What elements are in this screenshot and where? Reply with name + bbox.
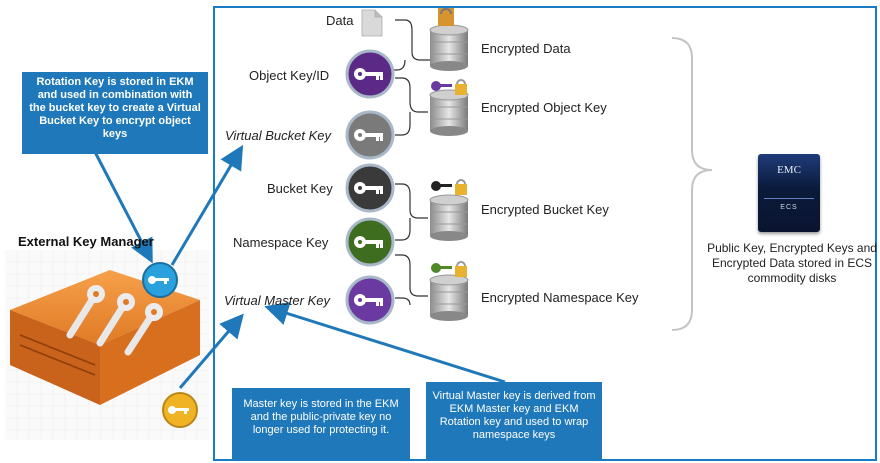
master-key-icon [162, 392, 198, 428]
document-icon [361, 9, 383, 37]
encrypted-data-label: Encrypted Data [481, 41, 571, 56]
encrypted-namespace-key-database-icon [429, 261, 469, 321]
encrypted-object-key-label: Encrypted Object Key [481, 100, 607, 115]
namespace-key-label: Namespace Key [233, 235, 329, 250]
ekm-title: External Key Manager [18, 234, 154, 249]
virtual-master-key-icon [345, 275, 395, 325]
bucket-key-icon [345, 163, 395, 213]
grouping-brace [671, 37, 713, 331]
appliance-band [764, 198, 814, 199]
ecs-frame [213, 6, 877, 461]
callout-arrows [93, 144, 506, 389]
master-key-callout: Master key is stored in the EKM and the … [232, 388, 410, 460]
virtual-bucket-key-icon [345, 110, 395, 160]
namespace-key-icon [345, 217, 395, 267]
object-key-label: Object Key/ID [249, 68, 330, 83]
encrypted-bucket-key-label: Encrypted Bucket Key [481, 202, 609, 217]
ecs-caption: Public Key, Encrypted Keys and Encrypted… [707, 241, 877, 285]
encrypted-object-key-database-icon [429, 79, 469, 136]
emc-ecs-appliance-icon: EMC ECS [758, 154, 820, 232]
bucket-key-label: Bucket Key [267, 181, 333, 196]
connector-lines [385, 19, 430, 306]
rotation-key-callout: Rotation Key is stored in EKM and used i… [22, 72, 208, 154]
data-label: Data [326, 13, 354, 28]
encrypted-namespace-key-label: Encrypted Namespace Key [481, 290, 639, 305]
rotation-key-icon [142, 262, 178, 298]
ecs-logo-text: ECS [780, 204, 798, 211]
encrypted-data-database-icon [429, 8, 469, 71]
emc-logo-text: EMC [777, 164, 801, 176]
virtual-bucket-key-label: Virtual Bucket Key [225, 128, 331, 143]
virtual-master-key-callout: Virtual Master key is derived from EKM M… [426, 382, 602, 460]
virtual-master-key-label: Virtual Master Key [224, 293, 330, 308]
encrypted-bucket-key-database-icon [429, 179, 469, 241]
object-key-icon [345, 49, 395, 99]
